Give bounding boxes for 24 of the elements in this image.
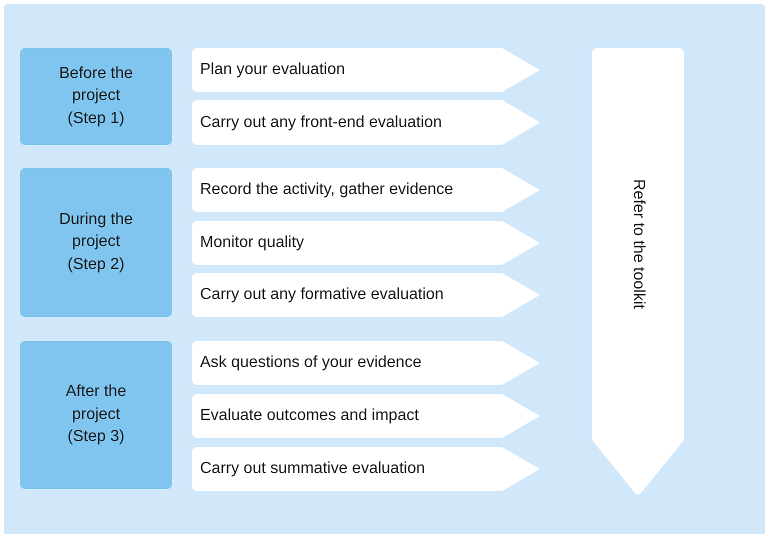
task-label: Plan your evaluation xyxy=(200,60,345,80)
step-box xyxy=(20,168,172,317)
task-label: Carry out any front-end evaluation xyxy=(200,112,442,132)
task-banner xyxy=(192,447,540,491)
toolkit-banner xyxy=(592,48,684,496)
task-banner xyxy=(192,341,540,385)
task-label: Carry out any formative evaluation xyxy=(200,285,444,305)
toolkit-label: Refer to the toolkit xyxy=(629,179,648,309)
task-label: Record the activity, gather evidence xyxy=(200,180,454,200)
task-banner xyxy=(192,48,540,92)
step-label: Before the project (Step 1) xyxy=(58,64,134,129)
step-box xyxy=(20,341,172,489)
task-banner xyxy=(192,394,540,438)
task-label: Carry out summative evaluation xyxy=(200,459,425,479)
task-banner xyxy=(192,100,540,145)
task-banner xyxy=(192,168,540,212)
step-label: After the project (Step 3) xyxy=(64,382,128,448)
task-label: Ask questions of your evidence xyxy=(200,353,422,373)
step-box xyxy=(20,48,172,145)
task-label: Monitor quality xyxy=(200,233,304,253)
task-banner xyxy=(192,273,540,317)
step-label: During the project (Step 2) xyxy=(58,210,134,275)
task-banner xyxy=(192,221,540,265)
task-label: Evaluate outcomes and impact xyxy=(200,406,419,426)
